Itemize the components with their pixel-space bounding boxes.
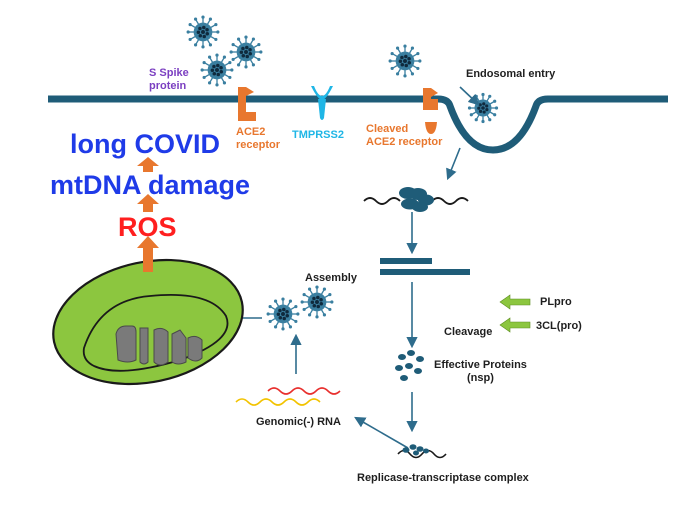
3clpro-arrow-icon — [499, 317, 531, 333]
plpro-label: PLpro — [540, 296, 572, 308]
up-arrow-1-icon — [137, 236, 159, 272]
arrow-to-rna-release — [446, 147, 461, 181]
long-covid-label: long COVID — [70, 129, 220, 159]
virus-icon — [300, 285, 334, 319]
ros-label: ROS — [118, 212, 177, 242]
arrow-to-genomic-rna — [354, 416, 409, 449]
up-arrow-2-icon — [137, 194, 159, 212]
genomic-rna-label: Genomic(-) RNA — [256, 416, 341, 428]
viral-rna-strand — [363, 187, 469, 212]
effective-proteins-label: Effective Proteins (nsp) — [434, 359, 527, 384]
ace2-receptor-label: ACE2 receptor — [236, 126, 281, 151]
up-arrow-3-icon — [137, 157, 159, 172]
assembly-label: Assembly — [305, 272, 357, 284]
plpro-arrow-icon — [499, 294, 531, 310]
replicase-complex-icon — [397, 444, 447, 459]
genomic-rna-strands — [235, 387, 341, 406]
translation-bars — [380, 258, 470, 275]
virus-icon — [229, 35, 263, 69]
replicase-complex-label: Replicase-transcriptase complex — [357, 472, 529, 484]
cell-membrane — [48, 95, 668, 154]
virus-icon — [186, 15, 220, 49]
cleavage-label: Cleavage — [444, 326, 493, 338]
mitochondrion — [52, 258, 244, 386]
cleaved-ace2-label: Cleaved ACE2 receptor — [366, 123, 443, 148]
virus-icon — [388, 44, 422, 78]
3clpro-label: 3CL(pro) — [536, 320, 582, 332]
virus-icon — [467, 92, 499, 124]
mtdna-damage-label: mtDNA damage — [50, 170, 251, 200]
virus-icon — [200, 53, 234, 87]
arrow-to-endosome — [459, 86, 480, 106]
tmprss2-icon — [311, 86, 333, 120]
outcome-up-arrows — [137, 157, 159, 272]
endosomal-entry-label: Endosomal entry — [466, 68, 556, 80]
mito-cristae — [115, 325, 203, 366]
spike-protein-label: S Spike protein — [149, 67, 189, 92]
cleaved-ace2-receptor-icon — [423, 88, 438, 134]
effective-proteins-icon — [395, 350, 424, 381]
ace2-receptor-icon — [238, 87, 256, 121]
tmprss2-label: TMPRSS2 — [292, 129, 344, 141]
protease-arrows — [499, 294, 531, 333]
virus-icon — [266, 297, 300, 331]
